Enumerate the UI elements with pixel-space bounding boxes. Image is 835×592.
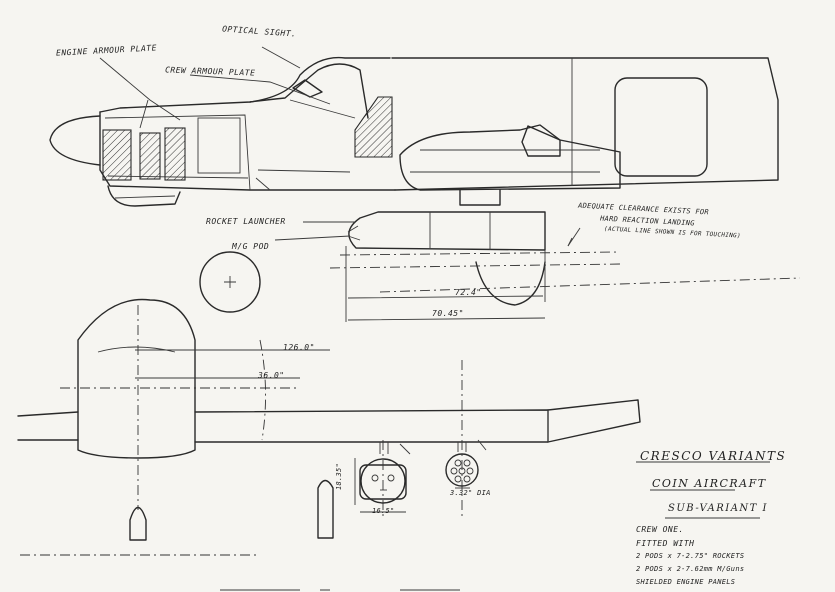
dimension-36: 36.0" xyxy=(258,371,285,380)
title-block-lines xyxy=(636,461,770,519)
dimension-3-32-dia: 3.32" DIA xyxy=(450,489,491,497)
side-view xyxy=(49,46,801,322)
rocket-launcher-label: ROCKET LAUNCHER xyxy=(206,217,286,226)
dimension-16-5: 16.5" xyxy=(372,507,395,515)
dimension-18-35: 18.35" xyxy=(335,462,343,490)
dimension-70-45: 70.45" xyxy=(432,309,464,318)
title-block-line-3: SHIELDED ENGINE PANELS xyxy=(636,578,736,586)
title-block-line-2: 2 PODS x 2-7.62mm M/Guns xyxy=(636,565,745,573)
dimension-126: 126.0" xyxy=(283,343,315,352)
dimension-72-4: 72.4" xyxy=(455,288,482,297)
title-block-crew: CREW ONE. xyxy=(636,525,684,534)
title-block-variant: SUB-VARIANT I xyxy=(668,503,768,514)
front-view xyxy=(17,298,641,591)
title-block-line-1: 2 PODS x 7-2.75" ROCKETS xyxy=(636,552,745,560)
title-block-title: CRESCO VARIANTS xyxy=(640,449,787,463)
title-block-fitted: FITTED WITH xyxy=(636,539,695,548)
title-block-subtitle: COIN AIRCRAFT xyxy=(652,477,767,490)
mg-pod-label: M/G POD xyxy=(232,242,270,251)
